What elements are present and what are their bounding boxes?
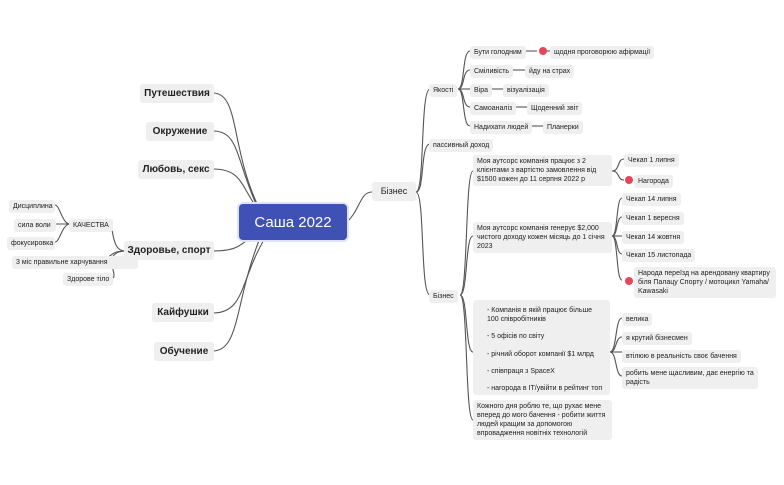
node-love[interactable]: Любовь, секс (138, 160, 214, 179)
node-goal1-reward[interactable]: Нагорода (634, 175, 673, 188)
vision-point: - нагорода в IT/увійти в рейтинг топ (487, 385, 603, 392)
node-goal-1[interactable]: Моя аутсорс компанія працює з 2 клієнтам… (473, 155, 612, 186)
node-goal2-check-1[interactable]: Чекап 14 липня (622, 193, 681, 206)
node-vision-result-1[interactable]: велика (622, 313, 653, 326)
node-vision[interactable]: - Компанія в якій працює більше 100 спів… (473, 300, 610, 395)
node-education[interactable]: Обучение (154, 342, 214, 361)
node-goal2-check-2[interactable]: Чекап 1 вересня (622, 212, 684, 225)
node-courage[interactable]: Сміливість (470, 65, 514, 78)
node-focus[interactable]: фокусировка (7, 237, 55, 250)
node-passive-income[interactable]: пассивный доход (429, 139, 494, 152)
node-goal-2[interactable]: Моя аутсорс компанія генерує $2,000 чист… (473, 222, 612, 253)
node-business-sub[interactable]: Бізнес (429, 290, 458, 303)
node-selfanalysis-note[interactable]: Щоденний звіт (527, 102, 583, 115)
node-willpower[interactable]: сила воли (14, 219, 56, 232)
node-vision-result-4[interactable]: робить мене щасливим, дає енергію та рад… (622, 367, 758, 389)
node-inspire-note[interactable]: Планерки (543, 121, 583, 134)
marker-dot (539, 47, 547, 55)
node-faith-note[interactable]: візуалізація (503, 84, 549, 97)
node-goal2-reward[interactable]: Народа переїзд на арендовану квартиру бі… (634, 267, 776, 298)
root-node[interactable]: Саша 2022 (239, 204, 347, 240)
node-hungry[interactable]: Бути голодним (470, 46, 526, 59)
vision-point: - співпраця з SpaceX (487, 368, 555, 375)
node-vision-result-2[interactable]: я крутий бізнесмен (622, 332, 692, 345)
marker-dot (625, 176, 633, 184)
marker-dot (625, 277, 633, 285)
node-faith[interactable]: Віра (470, 84, 493, 97)
node-healthy-body[interactable]: Здорове тіло (63, 273, 113, 286)
vision-point: - Компанія в якій працює більше 100 спів… (487, 307, 592, 323)
vision-point: - річний оборот компанії $1 млрд (487, 351, 594, 358)
node-courage-note[interactable]: йду на страх (525, 65, 575, 78)
node-mission[interactable]: Кожного дня роблю те, що рухає мене впер… (473, 400, 612, 440)
node-qualities-ru[interactable]: КАЧЕСТВА (69, 219, 113, 232)
node-goal2-check-4[interactable]: Чекап 15 листопада (622, 249, 696, 262)
vision-point: - 5 офісів по світу (487, 333, 545, 340)
node-goal2-check-3[interactable]: Чекап 14 жовтня (622, 231, 685, 244)
node-nutrition[interactable]: 3 міс правильне харчування (12, 256, 138, 269)
node-hungry-note[interactable]: щодня проговорюю афірмації (550, 46, 655, 59)
node-selfanalysis[interactable]: Самоаналіз (470, 102, 517, 115)
node-business[interactable]: Бізнес (372, 182, 416, 201)
node-goal1-check[interactable]: Чекап 1 липня (624, 154, 679, 167)
node-inspire[interactable]: Надихати людей (470, 121, 533, 134)
node-vision-result-3[interactable]: втілюю в реальність своє бачення (622, 350, 741, 363)
node-discipline[interactable]: Дисциплина (9, 200, 55, 213)
node-fun[interactable]: Кайфушки (152, 303, 214, 322)
node-travel[interactable]: Путешествия (140, 84, 214, 103)
node-qualities[interactable]: Якості (429, 84, 458, 97)
node-health[interactable]: Здоровье, спорт (124, 241, 214, 260)
node-environment[interactable]: Окружение (146, 122, 214, 141)
